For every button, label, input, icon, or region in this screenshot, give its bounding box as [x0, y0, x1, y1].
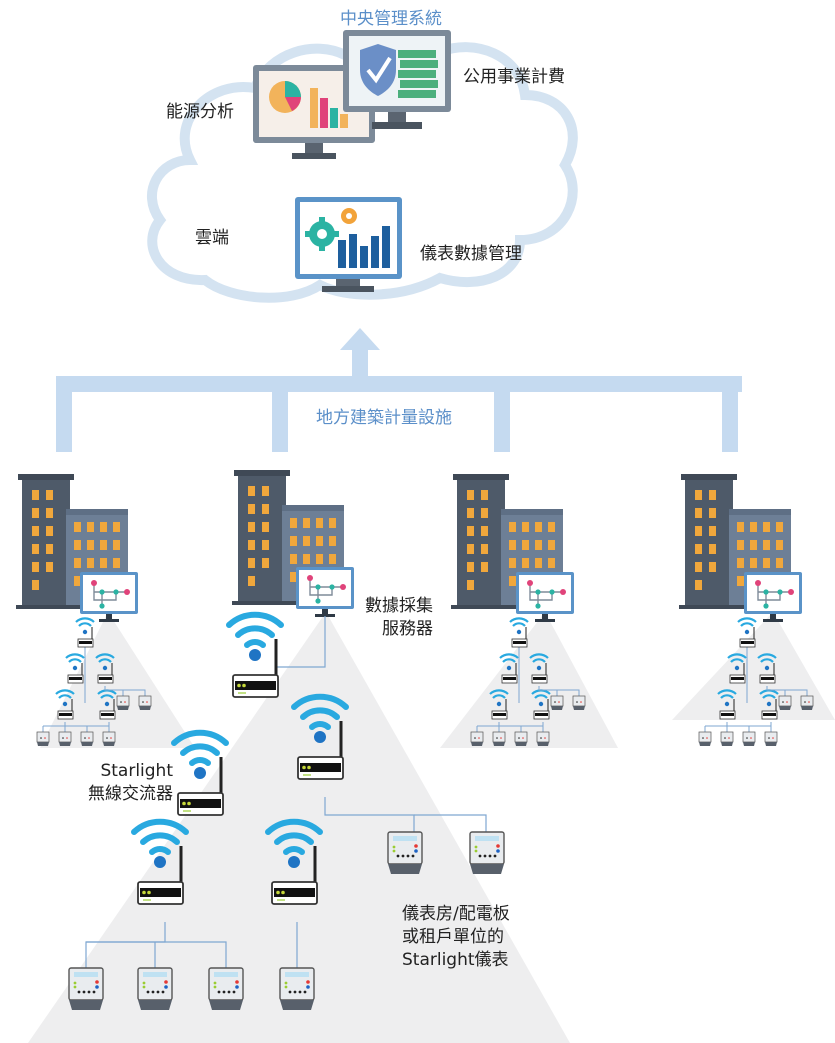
router-label: Starlight 無線交流器	[88, 760, 173, 806]
meter-label-line2: 或租戶單位的	[402, 926, 504, 947]
meter-data-monitor-icon	[295, 197, 402, 292]
cloud-label: 雲端	[195, 228, 229, 248]
data-server-label-line2: 服務器	[382, 618, 433, 639]
coverage-beams	[28, 612, 835, 1043]
meter-label: 儀表房/配電板 或租戶單位的 Starlight儀表	[402, 903, 510, 972]
meter-icon-4	[137, 967, 173, 1011]
utility-billing-monitor-icon	[343, 30, 451, 129]
cloud-shape	[146, 30, 578, 303]
server-monitor-2	[295, 566, 355, 618]
data-server-label: 數據採集 服務器	[364, 595, 433, 641]
meter-icon-5	[208, 967, 244, 1011]
network-wires	[85, 616, 487, 968]
server-monitor-4	[743, 571, 803, 623]
meter-icon-2	[469, 831, 505, 875]
meter-icon-6	[279, 967, 315, 1011]
router-icon-1	[229, 615, 281, 697]
router-label-line1: Starlight	[100, 761, 173, 781]
server-monitor-1	[79, 571, 139, 623]
meter-label-line1: 儀表房/配電板	[402, 904, 510, 924]
meter-icon-3	[68, 967, 104, 1011]
meter-label-line3: Starlight儀表	[402, 949, 509, 970]
connector-bars	[56, 328, 742, 452]
data-server-label-line1: 數據採集	[365, 596, 433, 616]
energy-analysis-monitor-icon	[253, 65, 375, 159]
meter-icon-1	[387, 831, 423, 875]
energy-analysis-label: 能源分析	[166, 102, 234, 122]
server-monitor-3	[515, 571, 575, 623]
meter-data-mgmt-label: 儀表數據管理	[420, 244, 522, 264]
utility-billing-label: 公用事業計費	[463, 67, 565, 87]
local-metering-label: 地方建築計量設施	[316, 408, 452, 428]
central-system-label: 中央管理系統	[340, 9, 442, 29]
router-label-line2: 無線交流器	[88, 783, 173, 804]
